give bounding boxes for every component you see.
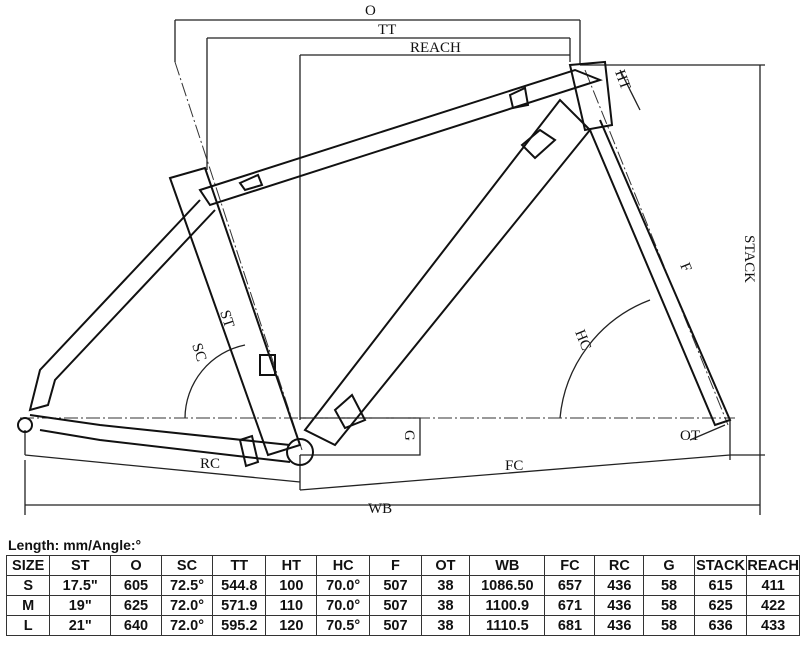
table-cell: 411 xyxy=(746,575,800,596)
table-cell: 1110.5 xyxy=(469,615,546,636)
table-cell: 38 xyxy=(420,595,471,616)
table-cell: 436 xyxy=(594,595,645,616)
table-cell: 605 xyxy=(110,575,162,596)
label-o: O xyxy=(365,3,376,19)
label-f: F xyxy=(676,261,694,275)
table-cell: 38 xyxy=(420,615,471,636)
table-cell: 681 xyxy=(544,615,596,636)
table-cell: 58 xyxy=(643,575,695,596)
seat-stay xyxy=(28,199,216,412)
label-stack: STACK xyxy=(741,235,757,283)
seat-tube xyxy=(168,166,302,457)
col-st: ST xyxy=(49,555,112,576)
col-hc: HC xyxy=(316,555,371,576)
col-stack: STACK xyxy=(693,555,748,576)
table-cell: 571.9 xyxy=(212,595,267,616)
table-cell: 625 xyxy=(693,595,748,616)
table-cell: 110 xyxy=(265,595,318,616)
label-ht: HT xyxy=(611,68,633,92)
label-reach: REACH xyxy=(410,40,461,56)
head-tube xyxy=(568,60,614,132)
frame-geometry-diagram: O TT REACH HT STACK F HC ST SC G OT RC F… xyxy=(17,3,765,517)
col-g: G xyxy=(643,555,695,576)
table-cell: L xyxy=(5,615,51,636)
table-cell: 70.0° xyxy=(316,575,371,596)
col-sc: SC xyxy=(160,555,214,576)
table-cell: 38 xyxy=(420,575,471,596)
table-cell: 58 xyxy=(643,595,695,616)
geometry-table: SIZE ST O SC TT HT HC F OT WB FC RC G ST… xyxy=(5,555,800,636)
rear-dropout xyxy=(17,417,33,433)
table-cell: 120 xyxy=(265,615,318,636)
label-fc: FC xyxy=(505,458,523,474)
table-cell: 72.5° xyxy=(160,575,214,596)
table-cell: 58 xyxy=(643,615,695,636)
table-cell: 72.0° xyxy=(160,615,214,636)
table-cell: 544.8 xyxy=(212,575,267,596)
col-o: O xyxy=(110,555,162,576)
table-cell: 21" xyxy=(49,615,112,636)
dimension-labels: O TT REACH HT STACK F HC ST SC G OT RC F… xyxy=(188,3,757,517)
table-cell: 507 xyxy=(369,615,422,636)
table-cell: 625 xyxy=(110,595,162,616)
table-cell: 72.0° xyxy=(160,595,214,616)
table-cell: 1100.9 xyxy=(469,595,546,616)
col-size: SIZE xyxy=(5,555,51,576)
table-cell: 636 xyxy=(693,615,748,636)
top-tube xyxy=(198,68,603,207)
fork xyxy=(589,119,732,427)
table-cell: 433 xyxy=(746,615,800,636)
table-cell: 507 xyxy=(369,575,422,596)
table-cell: 436 xyxy=(594,575,645,596)
table-cell: 422 xyxy=(746,595,800,616)
table-cell: 595.2 xyxy=(212,615,267,636)
table-cell: 70.0° xyxy=(316,595,371,616)
table-cell: M xyxy=(5,595,51,616)
col-reach: REACH xyxy=(746,555,800,576)
centerlines xyxy=(20,61,735,451)
label-g: G xyxy=(401,430,417,441)
col-fc: FC xyxy=(544,555,596,576)
label-ot: OT xyxy=(680,428,700,444)
label-hc: HC xyxy=(571,328,594,353)
down-tube xyxy=(303,98,592,447)
table-cell: 1086.50 xyxy=(469,575,546,596)
bike-frame xyxy=(17,60,732,468)
col-ht: HT xyxy=(265,555,318,576)
table-cell: 507 xyxy=(369,595,422,616)
col-tt: TT xyxy=(212,555,267,576)
col-f: F xyxy=(369,555,422,576)
dimension-lines xyxy=(24,19,765,515)
table-cell: 640 xyxy=(110,615,162,636)
bottom-bracket xyxy=(286,438,314,466)
table-cell: 19" xyxy=(49,595,112,616)
table-cell: 657 xyxy=(544,575,596,596)
chain-stay xyxy=(29,414,291,463)
label-sc: SC xyxy=(188,341,209,363)
label-rc: RC xyxy=(200,456,220,472)
label-wb: WB xyxy=(368,501,392,517)
table-cell: S xyxy=(5,575,51,596)
label-tt: TT xyxy=(378,22,396,38)
table-header-row: SIZE ST O SC TT HT HC F OT WB FC RC G ST… xyxy=(5,555,800,576)
table-cell: 17.5" xyxy=(49,575,112,596)
table-cell: 436 xyxy=(594,615,645,636)
table-cell: 671 xyxy=(544,595,596,616)
col-wb: WB xyxy=(469,555,546,576)
table-cell: 100 xyxy=(265,575,318,596)
table-cell: 70.5° xyxy=(316,615,371,636)
label-st: ST xyxy=(216,308,237,330)
col-ot: OT xyxy=(420,555,471,576)
units-note: Length: mm/Angle:° xyxy=(8,537,142,553)
table-cell: 615 xyxy=(693,575,748,596)
col-rc: RC xyxy=(594,555,645,576)
